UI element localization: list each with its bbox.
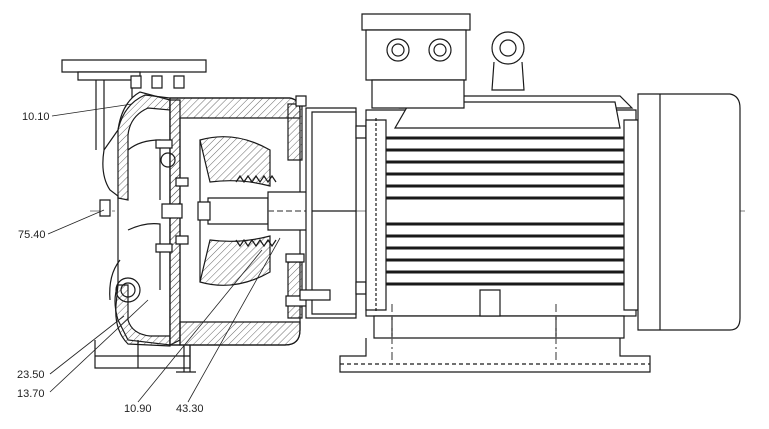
callout-label-e: 10.90 xyxy=(124,403,152,415)
leader-lines xyxy=(48,104,280,402)
callout-label-c: 23.50 xyxy=(17,369,45,381)
pump-cover-bracket xyxy=(156,96,316,372)
pump-casing xyxy=(62,60,206,368)
callout-label-b: 75.40 xyxy=(18,229,46,241)
callout-label-a: 10.10 xyxy=(22,111,50,123)
cooling-fins xyxy=(372,138,630,284)
motor-body xyxy=(300,14,740,372)
callout-label-f: 43.30 xyxy=(176,403,204,415)
callout-label-d: 13.70 xyxy=(17,388,45,400)
